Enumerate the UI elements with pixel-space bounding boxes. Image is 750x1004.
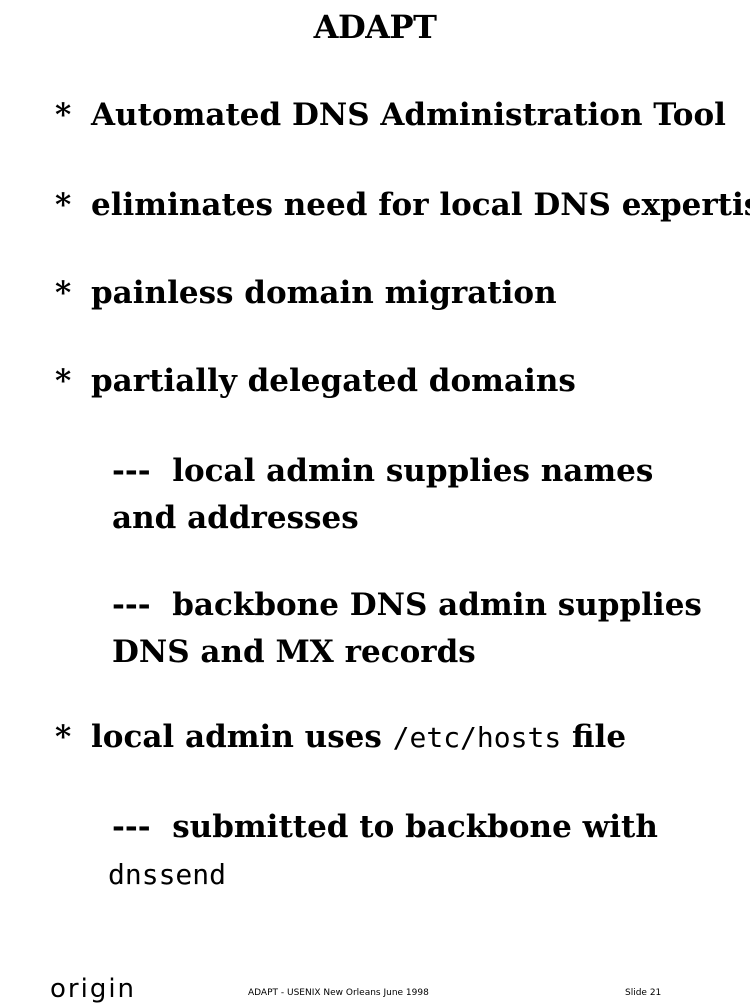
bullet-marker: * [55, 275, 72, 311]
subpoint-prefix: --- [112, 809, 151, 845]
bullet-text: eliminates need for local DNS expertise [91, 187, 750, 223]
bullet-text: painless domain migration [91, 275, 557, 311]
bullet-marker: * [55, 363, 72, 399]
bullet-4: * partially delegated domains [55, 358, 576, 405]
subpoint-1: --- local admin supplies names and addre… [112, 448, 712, 541]
code-etc-hosts: /etc/hosts [392, 721, 562, 754]
subpoint-prefix: --- [112, 587, 151, 623]
subpoint-2: --- backbone DNS admin supplies DNS and … [112, 582, 712, 675]
origin-logo: origin [50, 974, 137, 1004]
bullet-marker: * [55, 719, 72, 755]
bullet-text: Automated DNS Administration Tool [91, 97, 726, 133]
bullet-3: * painless domain migration [55, 270, 557, 317]
bullet-1: * Automated DNS Administration Tool [55, 92, 726, 139]
footer-event: ADAPT - USENIX New Orleans June 1998 [248, 988, 429, 998]
bullet-5: * local admin uses /etc/hosts file [55, 714, 626, 761]
code-dnssend: dnssend [108, 857, 227, 891]
bullet-text: local admin uses [91, 719, 382, 755]
bullet-text: partially delegated domains [91, 363, 576, 399]
bullet-text-after: file [572, 719, 627, 755]
subpoint-prefix: --- [112, 453, 151, 489]
subpoint-text: local admin supplies names and addresses [112, 453, 654, 536]
subpoint-text: submitted to backbone with [172, 809, 658, 845]
slide-footer: origin ADAPT - USENIX New Orleans June 1… [0, 974, 750, 1004]
bullet-marker: * [55, 97, 72, 133]
slide-title: ADAPT [313, 8, 437, 46]
bullet-marker: * [55, 187, 72, 223]
bullet-2: * eliminates need for local DNS expertise [55, 182, 750, 229]
slide-number: Slide 21 [625, 988, 662, 998]
subpoint-3: --- submitted to backbone with dnssend [108, 804, 712, 897]
subpoint-text: backbone DNS admin supplies DNS and MX r… [112, 587, 702, 670]
